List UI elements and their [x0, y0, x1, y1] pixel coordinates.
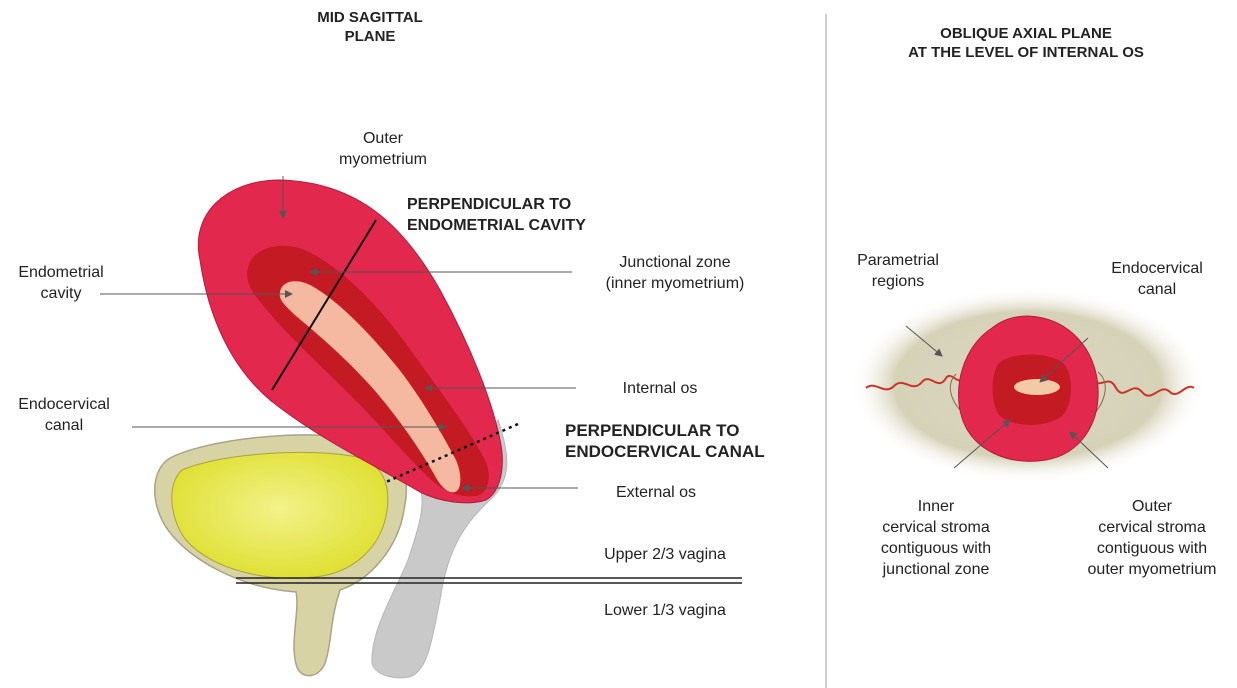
label-perp-endometrial-line1: PERPENDICULAR TO — [407, 194, 667, 215]
left-title-line2: PLANE — [300, 27, 440, 46]
label-perp-endocervical-line2: ENDOCERVICAL CANAL — [565, 441, 825, 462]
label-outer-cervical-stroma: Outer cervical stroma contiguous with ou… — [1068, 496, 1236, 580]
label-outer-stroma-line3: contiguous with — [1068, 538, 1236, 559]
label-inner-stroma-line3: contiguous with — [856, 538, 1016, 559]
label-outer-stroma-line4: outer myometrium — [1068, 559, 1236, 580]
label-endometrial-cavity-line2: cavity — [6, 283, 116, 304]
label-outer-myometrium: Outer myometrium — [318, 128, 448, 170]
label-perpendicular-endocervical: PERPENDICULAR TO ENDOCERVICAL CANAL — [565, 420, 825, 462]
label-outer-myometrium-line2: myometrium — [318, 149, 448, 170]
label-outer-stroma-line1: Outer — [1068, 496, 1236, 517]
label-outer-stroma-line2: cervical stroma — [1068, 517, 1236, 538]
label-endometrial-cavity: Endometrial cavity — [6, 262, 116, 304]
label-perp-endocervical-line1: PERPENDICULAR TO — [565, 420, 825, 441]
label-parametrial-line1: Parametrial — [838, 250, 958, 271]
left-title-line1: MID SAGITTAL — [300, 8, 440, 27]
cervix-endocervical-canal — [1014, 379, 1060, 395]
label-perpendicular-endometrial: PERPENDICULAR TO ENDOMETRIAL CAVITY — [407, 194, 667, 236]
label-inner-stroma-line4: junctional zone — [856, 559, 1016, 580]
label-junctional-zone: Junctional zone (inner myometrium) — [580, 252, 770, 294]
label-external-os: External os — [596, 482, 716, 503]
label-endocervical-axial-line2: canal — [1092, 279, 1222, 300]
left-panel-title: MID SAGITTAL PLANE — [300, 8, 440, 46]
label-endocervical-canal-line1: Endocervical — [2, 394, 126, 415]
label-perp-endometrial-line2: ENDOMETRIAL CAVITY — [407, 215, 667, 236]
right-panel-title: OBLIQUE AXIAL PLANE AT THE LEVEL OF INTE… — [856, 24, 1196, 62]
right-title-line2: AT THE LEVEL OF INTERNAL OS — [856, 43, 1196, 62]
label-upper-vagina: Upper 2/3 vagina — [580, 544, 750, 565]
label-endometrial-cavity-line1: Endometrial — [6, 262, 116, 283]
label-junctional-zone-line1: Junctional zone — [580, 252, 770, 273]
label-inner-stroma-line2: cervical stroma — [856, 517, 1016, 538]
label-endocervical-axial-line1: Endocervical — [1092, 258, 1222, 279]
label-endocervical-canal-line2: canal — [2, 415, 126, 436]
label-endocervical-canal: Endocervical canal — [2, 394, 126, 436]
right-title-line1: OBLIQUE AXIAL PLANE — [856, 24, 1196, 43]
label-parametrial-line2: regions — [838, 271, 958, 292]
label-outer-myometrium-line1: Outer — [318, 128, 448, 149]
label-inner-cervical-stroma: Inner cervical stroma contiguous with ju… — [856, 496, 1016, 580]
label-inner-stroma-line1: Inner — [856, 496, 1016, 517]
label-junctional-zone-line2: (inner myometrium) — [580, 273, 770, 294]
label-lower-vagina: Lower 1/3 vagina — [580, 600, 750, 621]
label-endocervical-canal-axial: Endocervical canal — [1092, 258, 1222, 300]
label-internal-os: Internal os — [600, 378, 720, 399]
label-parametrial-regions: Parametrial regions — [838, 250, 958, 292]
